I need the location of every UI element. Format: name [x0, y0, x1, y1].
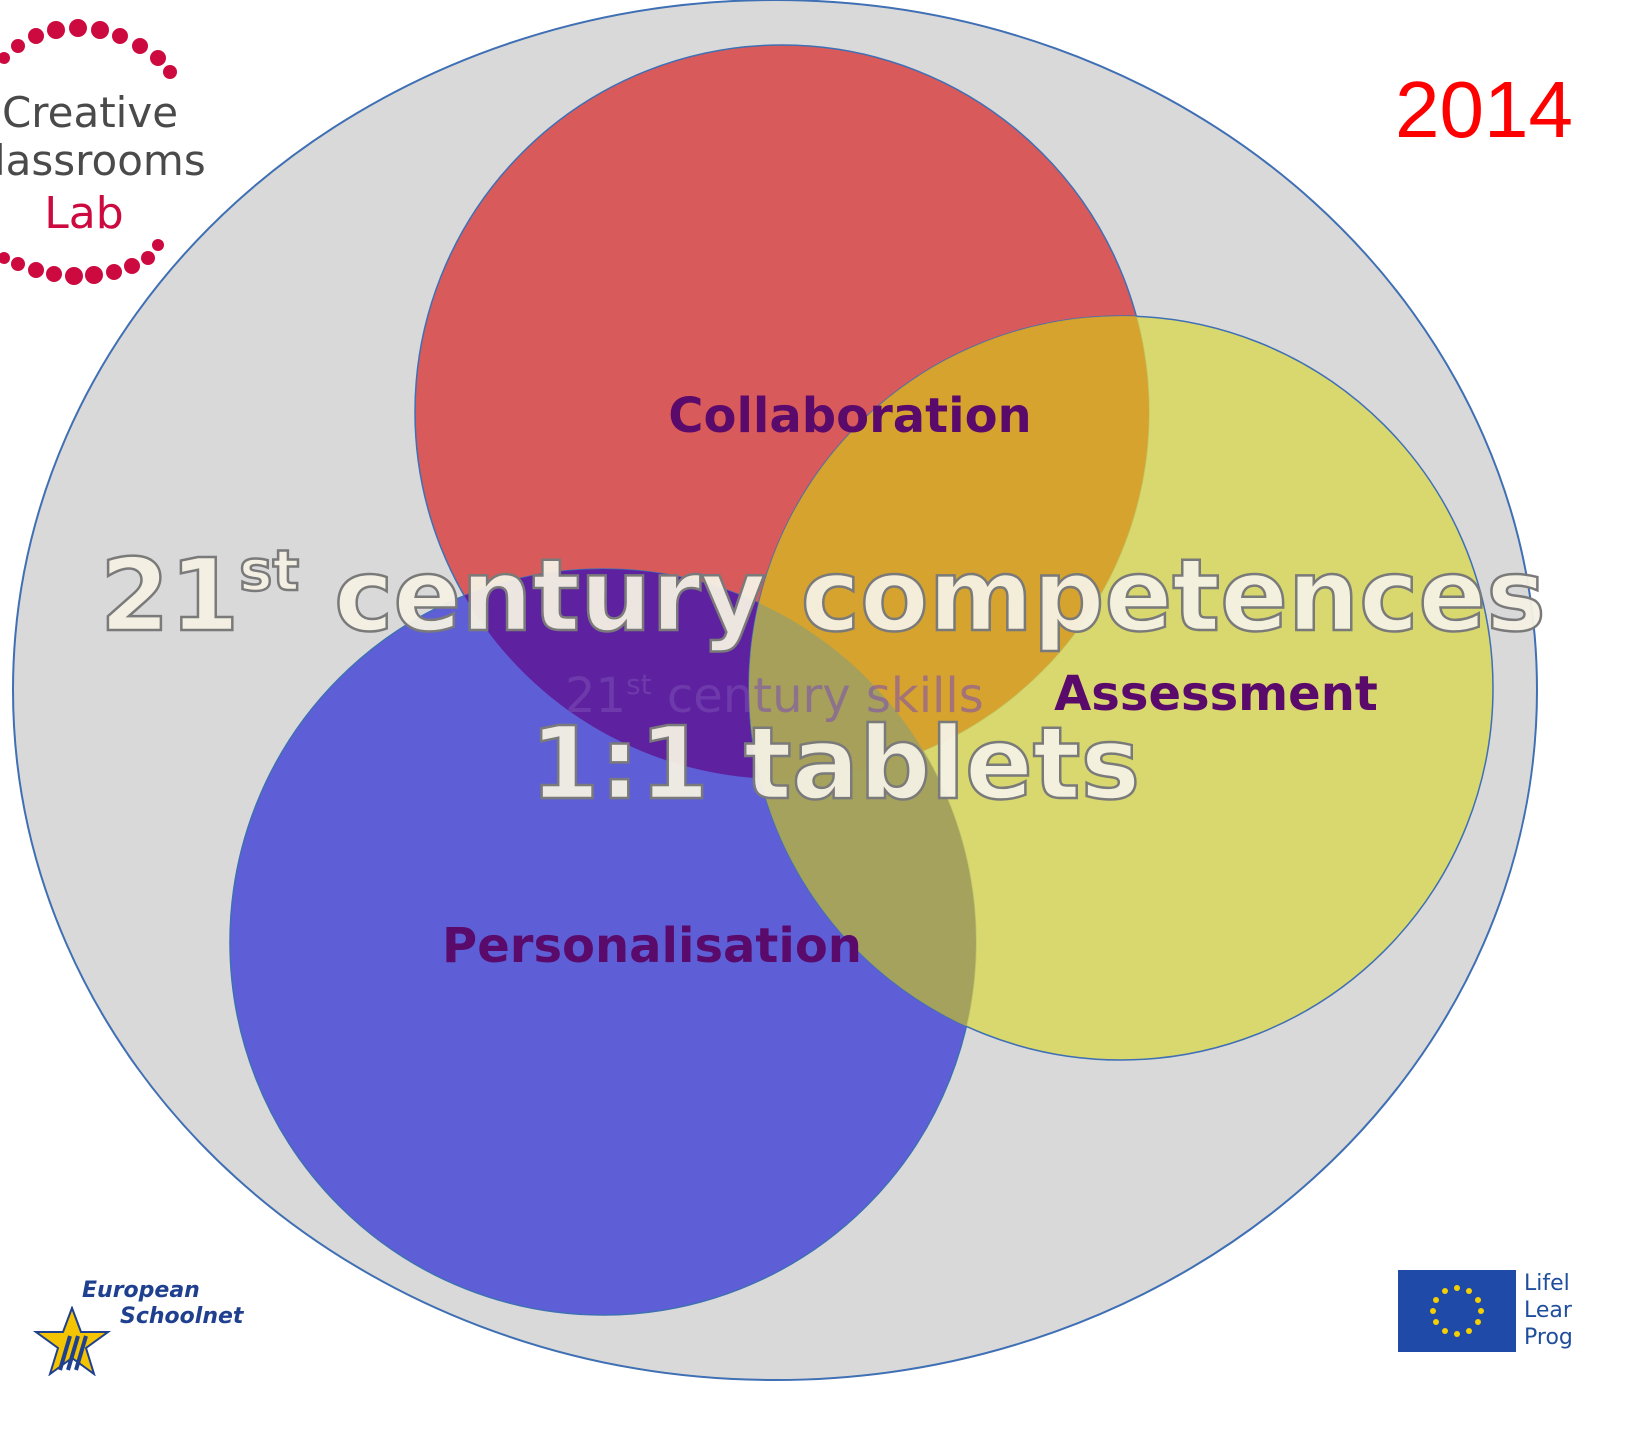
headline: 21st century competences	[100, 537, 1546, 654]
personalisation-label: Personalisation	[442, 918, 862, 974]
star-icon	[32, 1306, 112, 1376]
lifelong-learning-logo: Lifel Lear Prog	[1398, 1270, 1633, 1360]
center-label: 21st century skills	[565, 668, 984, 724]
creative-classrooms-lab-logo: Creative lassrooms Lab	[0, 19, 206, 285]
assess-person-overlap	[749, 569, 976, 1060]
llp-line3: Prog	[1524, 1325, 1573, 1350]
logo-line-classrooms: lassrooms	[0, 136, 206, 185]
european-schoolnet-logo: European Schoolnet	[30, 1262, 260, 1382]
logo-dot-ring	[0, 19, 177, 285]
llp-line2: Lear	[1524, 1298, 1572, 1323]
eu-flag-icon	[1398, 1270, 1516, 1352]
llp-line1: Lifel	[1524, 1271, 1570, 1296]
es-logo-line2: Schoolnet	[120, 1304, 244, 1329]
assessment-label: Assessment	[1054, 666, 1378, 722]
collaboration-label: Collaboration	[668, 388, 1031, 444]
logo-line-lab: Lab	[44, 188, 123, 239]
year-label: 2014	[1395, 65, 1573, 154]
llp-text: Lifel Lear Prog	[1524, 1270, 1573, 1351]
es-logo-line1: European	[82, 1278, 200, 1303]
subheadline: 1:1 tablets	[530, 705, 1140, 822]
logo-line-creative: Creative	[2, 88, 178, 137]
